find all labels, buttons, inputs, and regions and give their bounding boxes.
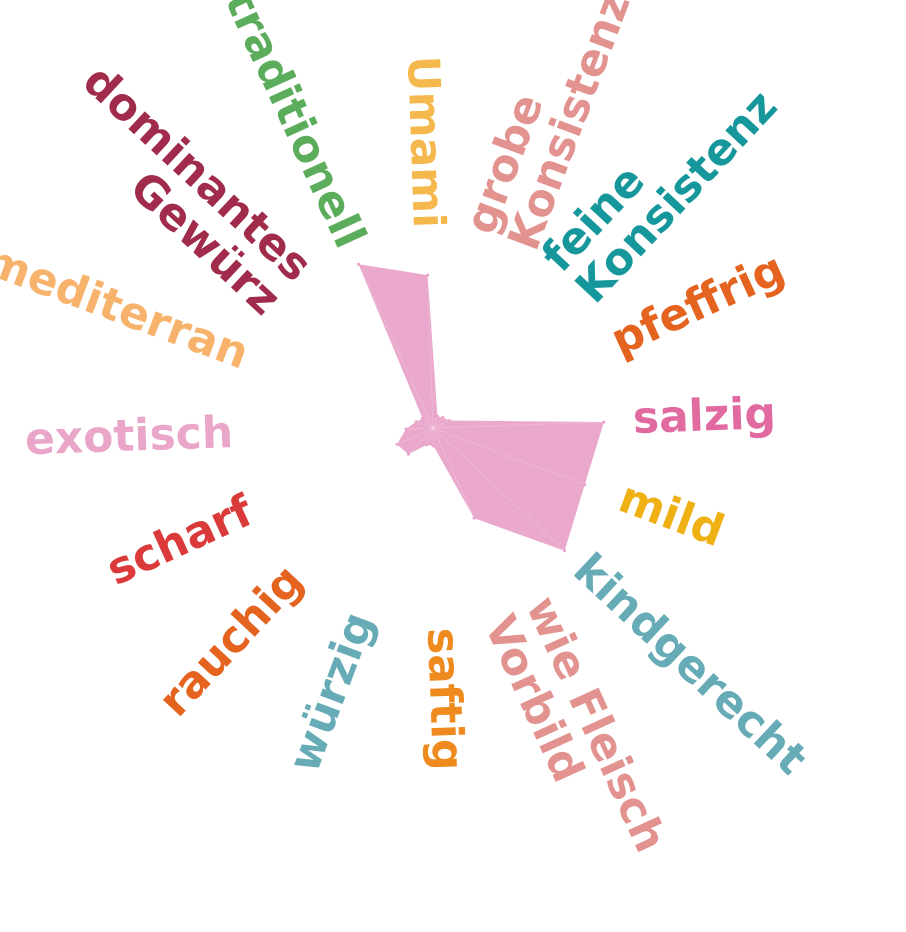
- category-label-9: würzig: [279, 605, 385, 778]
- data-point-2: [441, 416, 445, 419]
- data-point-4: [602, 420, 606, 424]
- data-point-6: [563, 549, 567, 553]
- category-label-0: Umami: [397, 55, 454, 229]
- series-facet-9: [426, 427, 434, 446]
- series-facet-4: [432, 421, 604, 429]
- category-label-8-line-0: saftig: [417, 627, 473, 771]
- series-facet-3: [432, 420, 450, 429]
- series-facet-13: [415, 421, 434, 429]
- category-label-9-line-0: würzig: [279, 605, 385, 778]
- category-label-4-line-0: salzig: [632, 388, 777, 444]
- data-point-10: [406, 452, 410, 456]
- data-point-3: [447, 419, 451, 422]
- series-facet-15: [357, 263, 434, 429]
- data-point-0: [426, 273, 430, 277]
- category-label-4: salzig: [632, 388, 777, 444]
- series-facet-2: [432, 417, 444, 429]
- category-label-12-line-0: exotisch: [24, 407, 234, 465]
- series-facet-10: [408, 427, 434, 455]
- category-label-5-line-0: mild: [612, 472, 731, 557]
- category-label-11: scharf: [99, 485, 261, 596]
- series-facet-11: [396, 427, 434, 445]
- data-point-15: [356, 262, 360, 266]
- series-facet-5: [432, 427, 585, 486]
- data-point-11: [395, 442, 399, 446]
- data-point-5: [583, 483, 587, 487]
- data-point-8: [432, 444, 436, 448]
- series-facet-7: [432, 427, 475, 519]
- category-label-10: rauchig: [149, 555, 314, 726]
- category-label-8: saftig: [417, 627, 473, 771]
- data-point-9: [425, 443, 429, 447]
- series-facet-0: [427, 275, 434, 429]
- series-facet-1: [432, 416, 438, 429]
- series-facet-6: [432, 427, 565, 552]
- category-label-5: mild: [612, 472, 731, 557]
- category-label-12: exotisch: [24, 407, 234, 465]
- series-area: [358, 264, 604, 551]
- series-facet-8: [432, 427, 435, 447]
- data-point-14: [421, 416, 424, 420]
- category-label-0-line-0: Umami: [397, 55, 454, 229]
- series-layer: [356, 262, 606, 553]
- data-point-13: [414, 420, 418, 424]
- category-label-10-line-0: rauchig: [149, 555, 314, 726]
- data-point-7: [472, 516, 476, 520]
- data-point-12: [404, 427, 408, 431]
- category-label-11-line-0: scharf: [99, 485, 261, 596]
- series-facet-14: [422, 417, 434, 429]
- series-facet-12: [405, 427, 434, 430]
- data-point-1: [435, 414, 439, 418]
